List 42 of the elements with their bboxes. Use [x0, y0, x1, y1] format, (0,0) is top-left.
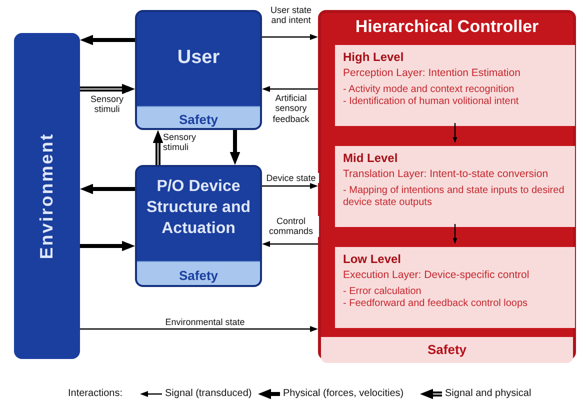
legend-title: Interactions: [68, 388, 122, 399]
bullet-text: - Identification of human volitional intent [343, 96, 520, 108]
bullet-text: - Mapping of intentions and state inputs to desired device state outputs [343, 184, 566, 209]
component-box [135, 10, 262, 130]
safety-band: Safety [137, 106, 260, 128]
box-title: User [176, 46, 221, 70]
bullet-text: - Error calculation [343, 286, 422, 298]
bar-title: Environment [36, 132, 58, 260]
level-panel [335, 146, 575, 227]
safety-band: Safety [137, 261, 260, 285]
arrow [82, 34, 135, 46]
box-title: Hierarchical Controller [354, 17, 540, 37]
arrow [263, 241, 318, 247]
legend-text: Signal and physical [445, 388, 532, 399]
controller-box [318, 10, 576, 360]
bullet-text: - Feedforward and feedback control loops [343, 298, 529, 310]
panel-heading: High Level [343, 50, 405, 64]
arrow [152, 132, 164, 165]
level-panel [335, 247, 575, 328]
environment-bar [14, 33, 80, 359]
arrow [262, 34, 317, 40]
arrow [262, 183, 317, 189]
layer-description: Perception Layer: Intention Estimation [343, 67, 522, 80]
panel-heading: Mid Level [343, 151, 399, 166]
arrow [452, 224, 458, 244]
layer-description: Execution Layer: Device-specific control [343, 269, 530, 282]
arrow [82, 184, 135, 194]
panel-heading: Low Level [343, 252, 402, 266]
arrow [80, 84, 134, 94]
bullet-text: - Activity mode and context recognition [343, 84, 516, 96]
arrow [80, 326, 317, 332]
arrow [452, 123, 458, 142]
arrow [263, 86, 318, 92]
box-title: P/O Device Structure and Actuation [145, 177, 252, 239]
legend-text: Signal (transduced) [165, 388, 252, 399]
arrow [230, 130, 240, 164]
arrow [80, 240, 134, 252]
safety-band: Safety [321, 337, 573, 363]
level-panel [335, 45, 575, 126]
legend-text: Physical (forces, velocities) [283, 388, 404, 399]
layer-description: Translation Layer: Intent-to-state conversion [343, 168, 550, 181]
component-box [135, 165, 262, 287]
